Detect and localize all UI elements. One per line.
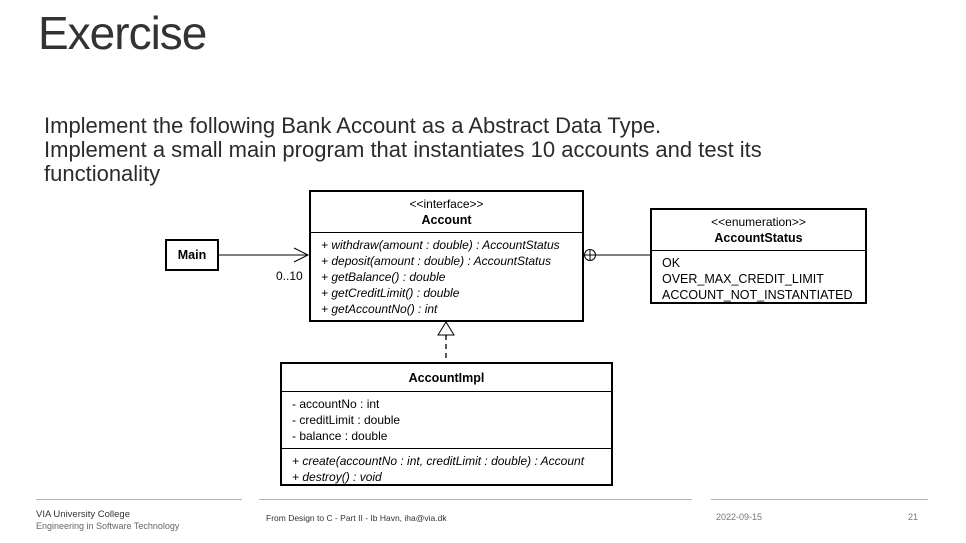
operation-destroy: + destroy() : void (292, 470, 382, 484)
association-arrowhead (293, 247, 310, 263)
footer-divider-right (711, 499, 928, 500)
class-main-name: Main (177, 248, 207, 262)
operation-withdraw: + withdraw(amount : double) : AccountSta… (321, 238, 560, 252)
interface-name: Account (421, 213, 472, 227)
enum-literal-ok: OK (662, 256, 681, 270)
footer-divider-left (36, 499, 242, 500)
interface-account-header: <<interface>> Account (311, 192, 582, 233)
attribute-account-no: - accountNo : int (292, 397, 380, 411)
operation-get-credit-limit: + getCreditLimit() : double (321, 286, 460, 300)
footer-department: Engineering in Software Technology (36, 521, 180, 531)
slide-title: Exercise (38, 7, 207, 59)
enum-stereotype: <<enumeration>> (711, 215, 806, 229)
operation-get-balance: + getBalance() : double (321, 270, 446, 284)
footer-college: VIA University College (36, 509, 130, 520)
instruction-line-1: Implement the following Bank Account as … (44, 113, 662, 138)
instruction-line-2: Implement a small main program that inst… (44, 137, 762, 162)
enum-account-status: <<enumeration>> AccountStatus OK OVER_MA… (650, 208, 867, 304)
association-multiplicity: 0..10 (276, 269, 303, 283)
operation-create: + create(accountNo : int, creditLimit : … (292, 454, 585, 468)
attribute-credit-limit: - creditLimit : double (292, 413, 401, 427)
interface-operations: + withdraw(amount : double) : AccountSta… (311, 233, 582, 321)
enum-header: <<enumeration>> AccountStatus (652, 210, 865, 251)
class-main: Main (165, 239, 219, 271)
enum-literal-not-instantiated: ACCOUNT_NOT_INSTANTIATED (662, 288, 853, 302)
enum-name: AccountStatus (714, 231, 803, 245)
class-account-impl-attributes: - accountNo : int - creditLimit : double… (282, 392, 611, 448)
operation-deposit: + deposit(amount : double) : AccountStat… (321, 254, 552, 268)
enum-literal-over-limit: OVER_MAX_CREDIT_LIMIT (662, 272, 824, 286)
operation-get-account-no: + getAccountNo() : int (321, 302, 438, 316)
interface-stereotype: <<interface>> (409, 197, 484, 211)
footer-course: From Design to C - Part II - Ib Havn, ih… (266, 513, 447, 523)
realization-triangle (437, 321, 455, 336)
class-account-impl: AccountImpl - accountNo : int - creditLi… (280, 362, 613, 486)
footer-date: 2022-09-15 (716, 512, 763, 522)
footer-divider-middle (259, 499, 692, 500)
enum-literals: OK OVER_MAX_CREDIT_LIMIT ACCOUNT_NOT_INS… (652, 251, 865, 307)
class-account-impl-operations: + create(accountNo : int, creditLimit : … (282, 448, 611, 489)
attribute-balance: - balance : double (292, 429, 388, 443)
interface-account: <<interface>> Account + withdraw(amount … (309, 190, 584, 322)
class-account-impl-header: AccountImpl (282, 364, 611, 392)
instruction-line-3: functionality (44, 161, 161, 186)
footer-page-number: 21 (908, 512, 919, 522)
class-account-impl-name: AccountImpl (408, 371, 485, 385)
